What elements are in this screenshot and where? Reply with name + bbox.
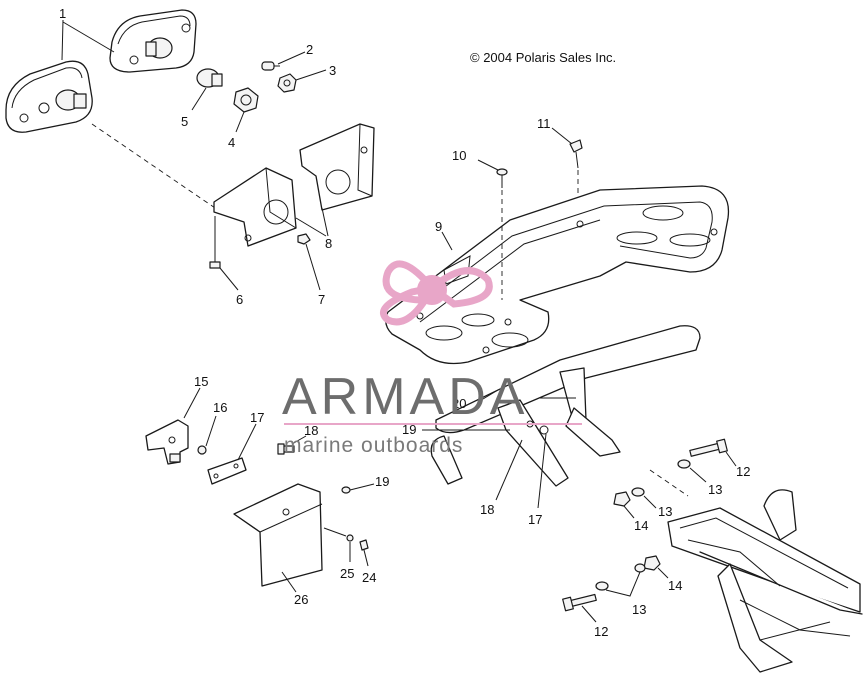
bracket-left [213,167,297,247]
propeller-logo [380,260,493,326]
callout-13-middle: 13 [658,504,672,519]
callout-13-lower: 13 [632,602,646,617]
bolt-12-lower [562,593,597,612]
nut-7 [297,233,311,245]
bulb-large [196,68,223,88]
callout-12-upper: 12 [736,464,750,479]
rear-rack [385,185,730,365]
callout-7: 7 [318,292,325,307]
callout-14-upper: 14 [634,518,648,533]
callout-26: 26 [294,592,308,607]
screw-11 [569,139,583,169]
nut-23 [341,486,351,494]
callout-1: 1 [59,6,66,21]
bracket-21 [207,457,247,485]
nut-14-lower [643,555,661,571]
watermark-brand: ARMADA [282,368,528,426]
tail-light-assembly-upper [109,9,197,73]
socket-small [277,73,297,93]
callout-19: 15 [194,374,208,389]
callout-2: 2 [306,42,313,57]
washer-13-middle [631,487,645,497]
callout-3: 3 [329,63,336,78]
callout-20: 16 [213,400,227,415]
callout-12-lower: 12 [594,624,608,639]
screw-10 [496,168,508,188]
callout-23: 19 [375,474,389,489]
callout-14-lower: 14 [668,578,682,593]
callout-16: 18 [480,502,494,517]
callout-11: 11 [537,116,551,131]
screw-6 [209,216,221,269]
screw-22 [277,443,295,455]
callout-22: 18 [304,423,318,438]
callout-10: 10 [452,148,466,163]
washer-25 [323,527,354,542]
callout-18: 20 [452,396,466,411]
callout-4: 4 [228,135,235,150]
main-frame-section [667,489,863,673]
washer-13-upper [677,459,691,469]
callout-17: 19 [402,422,416,437]
callout-24: 24 [362,570,376,585]
nut-24 [359,539,369,551]
callout-21: 17 [250,410,264,425]
bracket-right [299,123,375,211]
bulb-small [261,61,280,71]
copyright-notice: © 2004 Polaris Sales Inc. [470,50,616,65]
callout-25: 25 [340,566,354,581]
armada-watermark: ARMADA marine outboards [282,260,582,457]
callout-13-upper: 13 [708,482,722,497]
license-plate-bracket-26 [233,483,323,587]
nut-20 [197,445,207,455]
rear-subframe [430,325,701,487]
callout-5: 5 [181,114,188,129]
callout-6: 6 [236,292,243,307]
socket-large [233,87,259,113]
nut-14-upper [613,491,631,507]
tail-light-assembly-lower [5,60,93,133]
bracket-19 [145,419,189,465]
callout-9: 9 [435,219,442,234]
bolt-12-upper [689,438,728,457]
callout-15: 17 [528,512,542,527]
watermark-tagline: marine outboards [284,434,463,457]
callout-8: 8 [325,236,332,251]
